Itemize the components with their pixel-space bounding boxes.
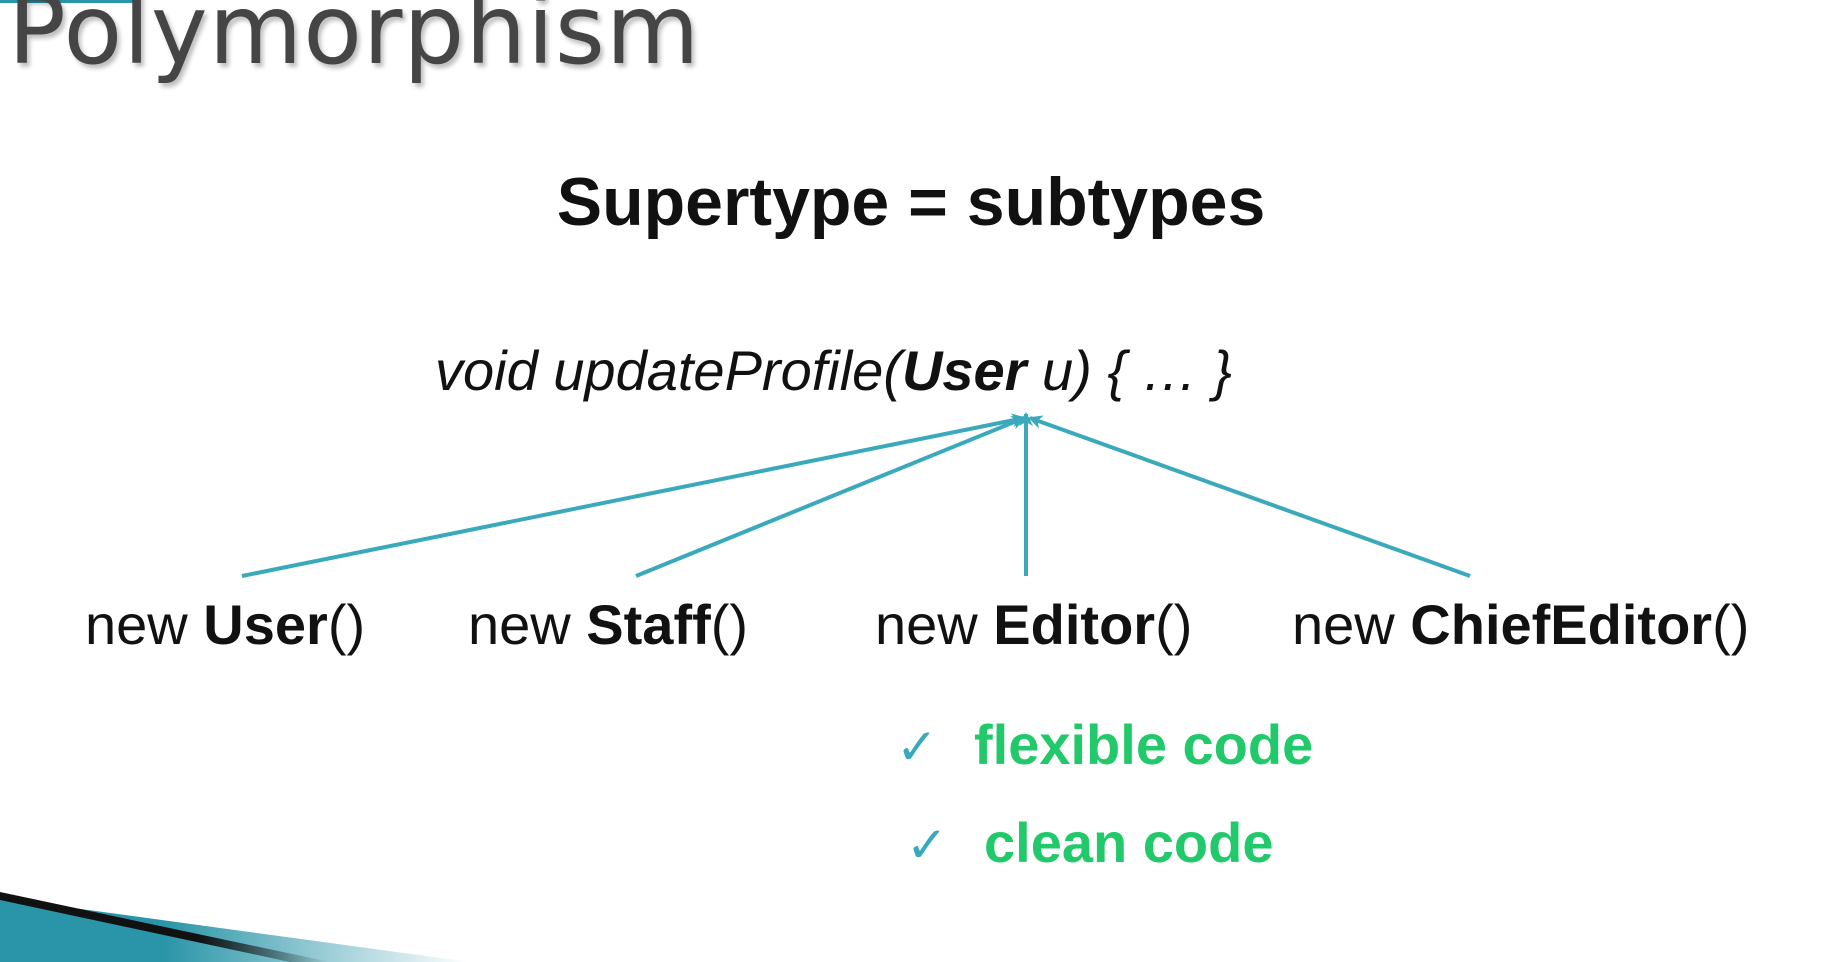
footer-band-teal — [0, 898, 470, 962]
ctor-parens: () — [327, 593, 366, 656]
signature-suffix: u) { … } — [1026, 339, 1232, 402]
ctor-keyword: new — [85, 593, 204, 656]
arrow-staff — [635, 416, 1026, 578]
ctor-keyword: new — [468, 593, 587, 656]
ctor-class-name: Staff — [586, 593, 711, 656]
ctor-class-name: Editor — [993, 593, 1156, 656]
ctor-class-name: ChiefEditor — [1410, 593, 1713, 656]
arrow-chiefeditor — [1028, 415, 1471, 578]
ctor-parens: () — [1712, 593, 1750, 656]
ctor-parens: () — [1155, 593, 1193, 656]
footer-band-shadow — [0, 892, 330, 962]
ctor-class-name: User — [203, 593, 328, 656]
check-icon: ✓ — [906, 817, 948, 873]
ctor-parens: () — [710, 593, 749, 656]
benefit-flexible-code: ✓ flexible code — [896, 712, 1313, 777]
constructor-editor: new Editor() — [875, 592, 1192, 657]
benefit-text: clean code — [984, 811, 1274, 874]
constructor-staff: new Staff() — [468, 592, 748, 657]
constructor-chiefeditor: new ChiefEditor() — [1292, 592, 1749, 657]
benefit-text: flexible code — [974, 713, 1314, 776]
check-icon: ✓ — [896, 719, 938, 775]
ctor-keyword: new — [875, 593, 994, 656]
benefit-clean-code: ✓ clean code — [906, 810, 1273, 875]
title-accent-line — [0, 0, 140, 3]
signature-param-type: User — [901, 339, 1027, 402]
signature-prefix: void updateProfile( — [435, 339, 902, 402]
constructor-user: new User() — [85, 592, 365, 657]
slide-title: Polymorphism — [8, 0, 701, 86]
slide-heading: Supertype = subtypes — [556, 164, 1266, 240]
ctor-keyword: new — [1292, 593, 1411, 656]
method-signature: void updateProfile(User u) { … } — [435, 338, 1232, 403]
arrow-user — [241, 413, 1026, 578]
